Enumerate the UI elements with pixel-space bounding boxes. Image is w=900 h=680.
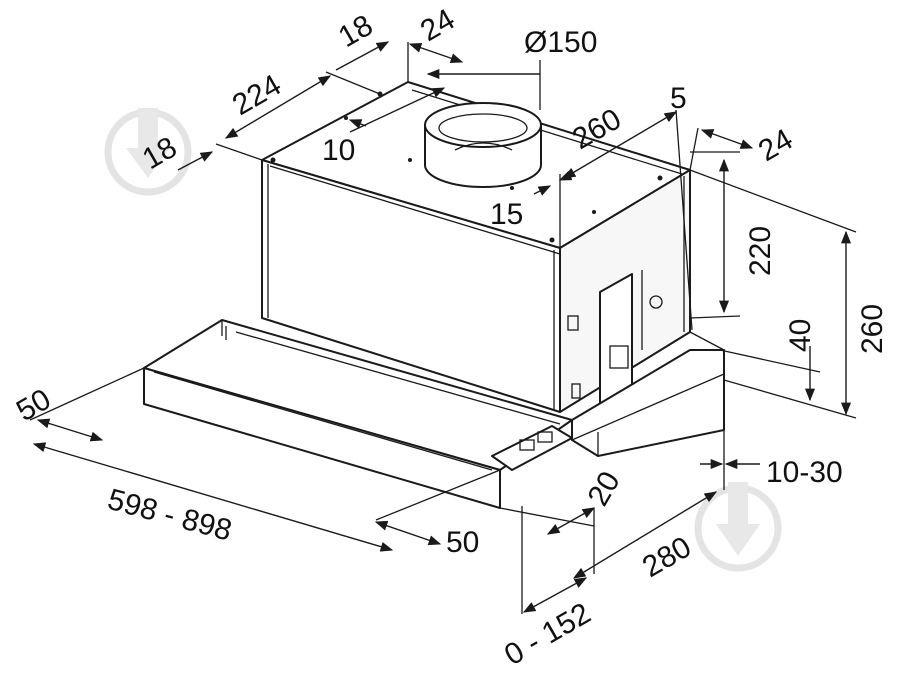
label-40: 40 <box>784 319 817 352</box>
label-18-top: 18 <box>333 9 378 54</box>
label-280: 280 <box>637 530 697 584</box>
label-24-right: 24 <box>753 123 798 168</box>
label-224: 224 <box>227 68 287 122</box>
label-260-right: 260 <box>856 304 889 354</box>
label-220: 220 <box>744 226 777 276</box>
label-20: 20 <box>581 466 626 511</box>
label-10-30: 10-30 <box>766 456 843 489</box>
watermark-left-icon <box>104 108 192 196</box>
telescopic-panel <box>143 319 725 509</box>
label-24-top: 24 <box>415 3 460 48</box>
label-0-152: 0 - 152 <box>499 597 596 672</box>
label-50-mid: 50 <box>446 526 479 559</box>
label-10: 10 <box>322 134 355 167</box>
duct-collar <box>424 102 542 188</box>
label-15: 15 <box>490 198 523 231</box>
label-598-898: 598 - 898 <box>104 483 235 548</box>
dimension-lines <box>29 41 857 614</box>
label-5: 5 <box>670 82 687 115</box>
label-50-left: 50 <box>11 383 56 428</box>
label-150-diameter: Ø150 <box>524 26 597 59</box>
